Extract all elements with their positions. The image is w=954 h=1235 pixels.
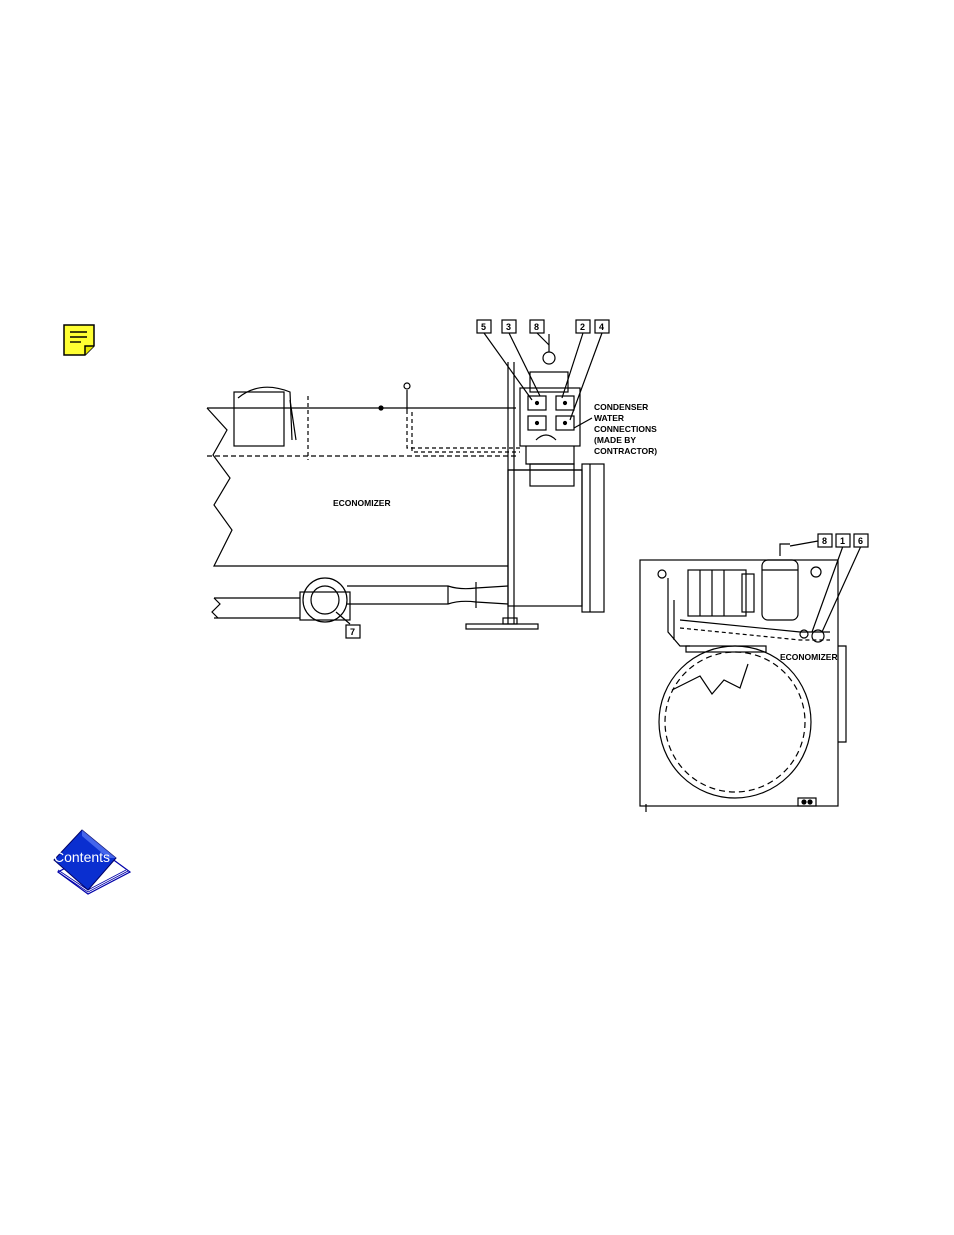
condenser-label-line-3: CONNECTIONS (594, 424, 657, 434)
condenser-label-line-5: CONTRACTOR) (594, 446, 657, 456)
condenser-label-line-4: (MADE BY (594, 435, 636, 445)
callout-group-inset: 8 1 6 (818, 534, 868, 547)
callout-8: 8 (534, 322, 539, 332)
callout-5: 5 (481, 322, 486, 332)
callout-inset-1: 1 (840, 536, 845, 546)
callout-inset-8: 8 (822, 536, 827, 546)
callout-inset-6: 6 (858, 536, 863, 546)
inset-economizer-label: ECONOMIZER (780, 652, 838, 662)
condenser-label-line-1: CONDENSER (594, 402, 648, 412)
economizer-label: ECONOMIZER (333, 498, 391, 508)
callout-3: 3 (506, 322, 511, 332)
condenser-label-line-2: WATER (594, 413, 624, 423)
callout-7: 7 (350, 627, 355, 637)
callout-4: 4 (599, 322, 604, 332)
callout-2: 2 (580, 322, 585, 332)
callout-group-top: 5 3 8 2 4 (477, 320, 609, 333)
